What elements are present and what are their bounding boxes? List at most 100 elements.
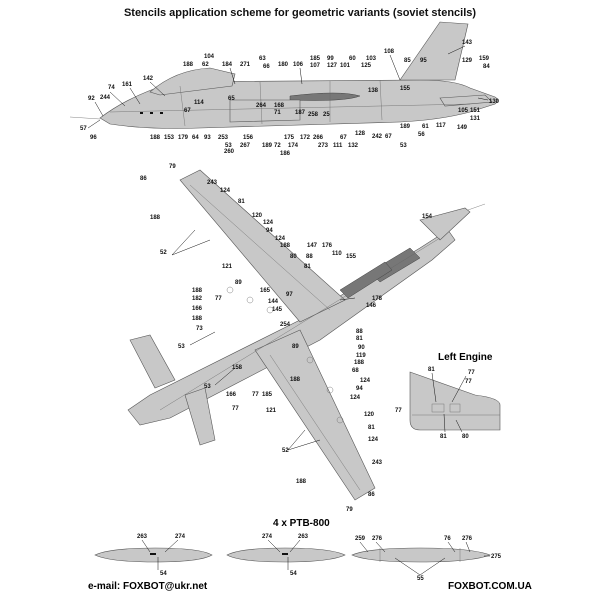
callout: 138 — [368, 88, 379, 94]
callout: 57 — [80, 126, 87, 132]
callout: 127 — [327, 63, 338, 69]
callout: 124 — [368, 437, 379, 443]
callout: 124 — [360, 378, 371, 384]
callout: 105 — [458, 108, 469, 114]
callout: 258 — [308, 112, 319, 118]
callout: 53 — [204, 384, 211, 390]
callout: 66 — [263, 64, 270, 70]
callout: 77 — [232, 406, 239, 412]
callout: 130 — [489, 99, 500, 105]
top-engine-nacelle — [339, 261, 393, 299]
callout: 188 — [192, 316, 203, 322]
callout: 184 — [222, 62, 233, 68]
callout: 77 — [252, 392, 259, 398]
callout: 155 — [346, 254, 357, 260]
callout: 104 — [204, 54, 215, 60]
callout: 81 — [368, 425, 375, 431]
callout: 149 — [457, 125, 468, 131]
callout: 154 — [422, 214, 433, 220]
callout: 124 — [263, 220, 274, 226]
callout: 121 — [266, 408, 277, 414]
callout: 180 — [278, 62, 289, 68]
top-nose — [419, 207, 471, 241]
side-vertical-fin — [399, 21, 469, 81]
top-wing-upper — [179, 169, 346, 323]
callout: 63 — [259, 56, 266, 62]
callout: 158 — [232, 365, 243, 371]
callout: 267 — [240, 143, 251, 149]
side-view-aircraft — [69, 21, 498, 129]
callout: 56 — [418, 132, 425, 138]
callout: 166 — [192, 306, 203, 312]
callout: 67 — [184, 108, 191, 114]
callout: 79 — [169, 164, 176, 170]
callout: 120 — [364, 412, 375, 418]
callout: 151 — [470, 108, 481, 114]
callout: 129 — [462, 58, 473, 64]
callout: 119 — [356, 353, 366, 359]
callout: 80 — [462, 434, 469, 440]
callout: 72 — [274, 143, 281, 149]
callout: 84 — [483, 64, 490, 70]
callout: 189 — [262, 143, 273, 149]
callout: 174 — [288, 143, 299, 149]
callout: 80 — [290, 254, 297, 260]
callout: 273 — [318, 143, 329, 149]
callout: 54 — [160, 571, 167, 577]
side-intake — [229, 99, 301, 123]
callout: 81 — [356, 336, 363, 342]
callout: 89 — [292, 344, 299, 350]
callout: 89 — [235, 280, 242, 286]
footer-website: FOXBOT.COM.UA — [448, 581, 532, 592]
callout: 179 — [178, 135, 189, 141]
callout: 25 — [323, 112, 330, 118]
callout: 254 — [280, 322, 291, 328]
side-stabilizer — [439, 94, 493, 107]
callout: 101 — [340, 63, 351, 69]
callout: 243 — [207, 180, 218, 186]
callout: 175 — [284, 135, 295, 141]
callout: 77 — [468, 370, 475, 376]
callout: 77 — [465, 379, 472, 385]
callout: 142 — [143, 76, 154, 82]
callout: 168 — [274, 103, 285, 109]
callout: 92 — [88, 96, 95, 102]
callout: 107 — [310, 63, 321, 69]
callout: 188 — [183, 62, 194, 68]
side-view-callouts: 92 57 96 74 244 161 142 188 62 104 184 2… — [80, 40, 500, 157]
drop-tanks-label: 4 x PTB-800 — [273, 518, 330, 529]
callout: 88 — [306, 254, 313, 260]
callout: 187 — [295, 110, 306, 116]
callout: 244 — [100, 95, 111, 101]
callout: 94 — [356, 386, 363, 392]
callout: 64 — [192, 135, 199, 141]
callout: 65 — [228, 96, 235, 102]
footer-email: e-mail: FOXBOT@ukr.net — [88, 581, 208, 592]
callout: 68 — [352, 368, 359, 374]
callout: 185 — [310, 56, 321, 62]
callout: 53 — [178, 344, 185, 350]
callout: 188 — [354, 360, 365, 366]
callout: 125 — [361, 63, 372, 69]
callout: 124 — [275, 236, 286, 242]
callout: 132 — [348, 143, 359, 149]
top-tail-upper — [129, 334, 176, 389]
callout: 128 — [355, 131, 366, 137]
callout: 276 — [462, 536, 473, 542]
callout: 88 — [356, 329, 363, 335]
engine-nacelle — [409, 371, 501, 431]
top-view-callouts: 79 86 243 124 81 188 120 124 94 124 52 1… — [140, 164, 433, 513]
callout: 176 — [322, 243, 333, 249]
callout: 253 — [218, 135, 229, 141]
callout: 182 — [192, 296, 203, 302]
callout: 271 — [240, 62, 251, 68]
callout: 93 — [204, 135, 211, 141]
callout: 81 — [304, 264, 311, 270]
callout: 263 — [137, 534, 148, 540]
callout: 52 — [160, 250, 167, 256]
callout: 159 — [479, 56, 490, 62]
callout: 188 — [290, 377, 301, 383]
callout: 121 — [222, 264, 233, 270]
callout: 81 — [440, 434, 447, 440]
callout: 62 — [202, 62, 209, 68]
